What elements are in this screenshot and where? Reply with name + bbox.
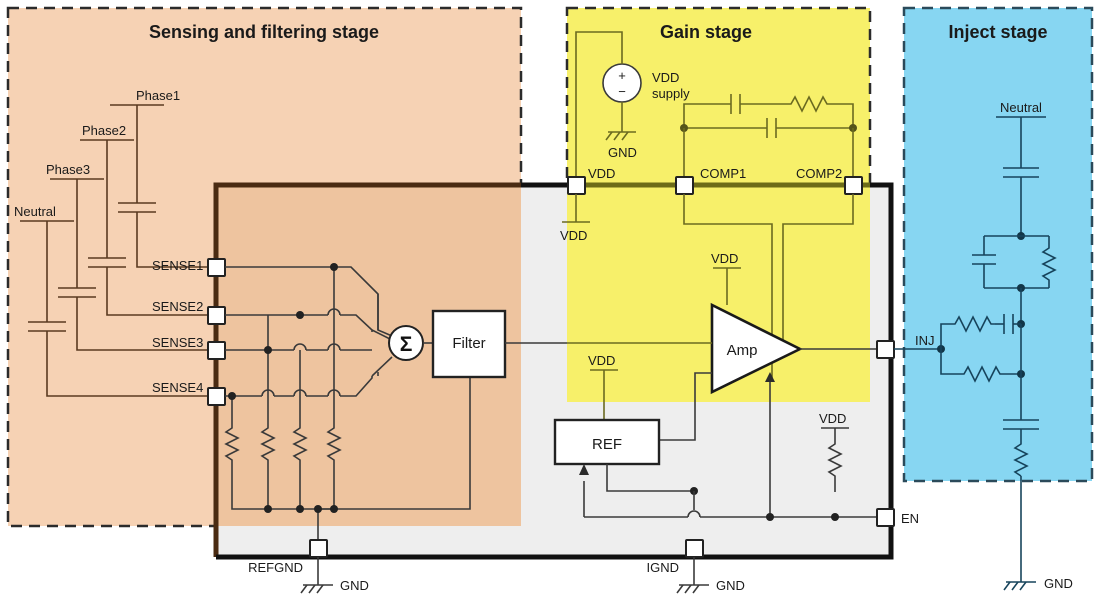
inject-network: Neutral (894, 100, 1073, 591)
pin-label-refgnd: REFGND (248, 560, 303, 575)
pin-label-vdd: VDD (588, 166, 615, 181)
source-phase2: Phase2 (80, 123, 216, 316)
source-neutral-sensing: Neutral (14, 204, 216, 397)
pin-vdd[interactable] (567, 176, 586, 195)
pin-label-sense3: SENSE3 (152, 335, 203, 350)
chip-outline-right-bottom-segment (216, 182, 894, 560)
amp-vdd-label: VDD (711, 251, 738, 266)
ground-label-inject: GND (1044, 576, 1073, 591)
ref-box (553, 418, 661, 466)
pin-sense1[interactable] (207, 258, 226, 277)
source-phase1: Phase1 (110, 88, 216, 268)
en-pin-group: EN (876, 508, 919, 527)
amp-label: Amp (727, 342, 758, 359)
supply-plus-sign: + (618, 68, 626, 83)
chip-body (213, 182, 894, 560)
stage-inject: Inject stage (902, 6, 1094, 483)
ref-block: VDD REF (553, 353, 877, 521)
sense-internal-wiring (224, 263, 471, 540)
gain-stage-title: Gain stage (660, 22, 752, 42)
amp-vdd-group: VDD (711, 251, 741, 305)
junction-dot (296, 505, 304, 513)
ignd-group: IGND GND (647, 539, 745, 594)
comp-network (680, 94, 857, 186)
en-vdd-label: VDD (819, 411, 846, 426)
pin-sense4[interactable] (207, 387, 226, 406)
pin-ignd[interactable] (685, 539, 704, 558)
pin-label-sense4: SENSE4 (152, 380, 203, 395)
comp-to-amp-wires (683, 194, 854, 380)
vdd-supply-group: + − VDD supply GND (575, 31, 690, 186)
source-label-phase2: Phase2 (82, 123, 126, 138)
pin-en[interactable] (876, 508, 895, 527)
inject-stage-boundary (902, 6, 1094, 483)
ref-label: REF (592, 436, 622, 453)
junction-dot (264, 505, 272, 513)
junction-dot (314, 505, 322, 513)
vdd-supply-label-line2: supply (652, 86, 690, 101)
inject-stage-title: Inject stage (948, 22, 1047, 42)
junction-dot (296, 311, 304, 319)
pin-label-en: EN (901, 511, 919, 526)
filter-box (431, 309, 507, 379)
pin-inj[interactable] (876, 340, 895, 359)
junction-dot (264, 346, 272, 354)
amp-triangle (710, 302, 803, 395)
junction-dot (831, 513, 839, 521)
pin-sense3[interactable] (207, 341, 226, 360)
junction-dot (330, 263, 338, 271)
filter-block: Filter (423, 309, 567, 379)
inj-pin-group: INJ (876, 333, 935, 359)
summer-symbol: Σ (400, 333, 413, 356)
vdd-supply-label-line1: VDD (652, 70, 679, 85)
summer-block: Σ (388, 325, 424, 361)
en-pullup-group: VDD (819, 411, 849, 492)
gain-pins: VDD COMP1 COMP2 (567, 166, 863, 195)
junction-dot (330, 505, 338, 513)
junction-dot (228, 392, 236, 400)
chip-outline-sensing-segment (213, 182, 521, 557)
pin-comp2[interactable] (844, 176, 863, 195)
ground-label-refgnd: GND (340, 578, 369, 593)
pin-label-sense2: SENSE2 (152, 299, 203, 314)
inject-source-label: Neutral (1000, 100, 1042, 115)
source-label-phase1: Phase1 (136, 88, 180, 103)
ground-label-vdd-supply: GND (608, 145, 637, 160)
vdd-rail-label: VDD (560, 228, 587, 243)
source-label-neutral: Neutral (14, 204, 56, 219)
sensing-input-network: Phase1 Phase2 Phase3 (14, 88, 216, 397)
filter-label: Filter (452, 335, 485, 352)
supply-minus-sign: − (618, 84, 626, 99)
sense-pins: SENSE1 SENSE2 SENSE3 SENSE4 (152, 258, 226, 406)
ground-label-ignd: GND (716, 578, 745, 593)
refgnd-group: REFGND GND (248, 539, 369, 594)
amp-ref-arrow (765, 372, 775, 382)
pin-comp1[interactable] (675, 176, 694, 195)
pin-refgnd[interactable] (309, 539, 328, 558)
source-phase3: Phase3 (46, 162, 216, 351)
pin-label-ignd: IGND (647, 560, 680, 575)
sensing-stage-title: Sensing and filtering stage (149, 22, 379, 42)
pin-label-comp1: COMP1 (700, 166, 746, 181)
source-label-phase3: Phase3 (46, 162, 90, 177)
ref-vdd-label: VDD (588, 353, 615, 368)
amp-block: Amp (567, 302, 877, 517)
vdd-internal-rail: VDD (560, 194, 590, 243)
pin-sense2[interactable] (207, 306, 226, 325)
ref-enable-arrow (579, 464, 589, 475)
pin-label-inj: INJ (915, 333, 935, 348)
pin-label-comp2: COMP2 (796, 166, 842, 181)
junction-dot (766, 513, 774, 521)
pin-label-sense1: SENSE1 (152, 258, 203, 273)
